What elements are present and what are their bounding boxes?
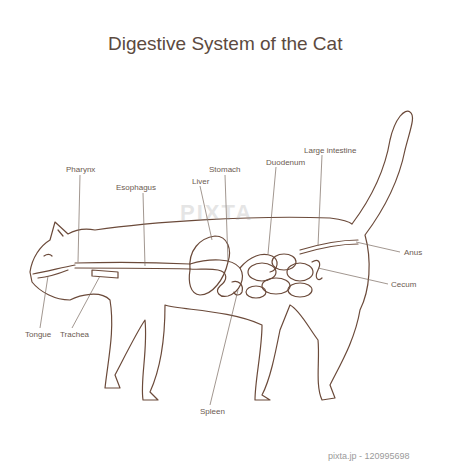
intestine-loop [272, 254, 296, 270]
leader-line [143, 193, 145, 266]
leader-line [210, 290, 238, 405]
part-label: Duodenum [266, 159, 305, 167]
esophagus-tube [75, 262, 190, 269]
part-label: Anus [404, 249, 422, 257]
cecum-organ [312, 260, 322, 279]
cat-eye [44, 255, 52, 257]
part-label: Large intestine [304, 147, 356, 155]
intestine-loop [287, 263, 313, 281]
leader-line [318, 268, 388, 284]
cat-tongue [38, 270, 68, 278]
leader-line [356, 242, 400, 252]
stomach-organ [190, 260, 242, 296]
cat-ear [58, 230, 63, 236]
part-label: Cecum [391, 281, 416, 289]
cat-mouth [33, 265, 75, 274]
leader-line [40, 276, 48, 328]
part-label: Stomach [209, 166, 241, 174]
small-intestine [246, 254, 322, 298]
leader-line [268, 167, 276, 254]
leader-line [78, 175, 80, 262]
part-label: Pharynx [66, 166, 95, 174]
leader-line [318, 155, 322, 246]
part-label: Liver [192, 178, 209, 186]
part-label: Trachea [60, 331, 89, 339]
watermark: pixta.jp - 120995698 [328, 452, 410, 461]
leader-lines [40, 155, 400, 405]
part-label: Esophagus [116, 184, 156, 192]
large-intestine-tube [300, 240, 358, 254]
intestine-loop [246, 286, 266, 298]
watermark: PIXTA [180, 202, 253, 224]
diagram-title: Digestive System of the Cat [108, 34, 342, 53]
part-label: Tongue [25, 331, 51, 339]
liver-organ [189, 236, 229, 295]
leader-line [72, 276, 100, 328]
cat-outline [30, 111, 413, 400]
trachea-tube [92, 270, 118, 278]
intestine-loop [288, 283, 312, 297]
part-label: Spleen [200, 408, 225, 416]
